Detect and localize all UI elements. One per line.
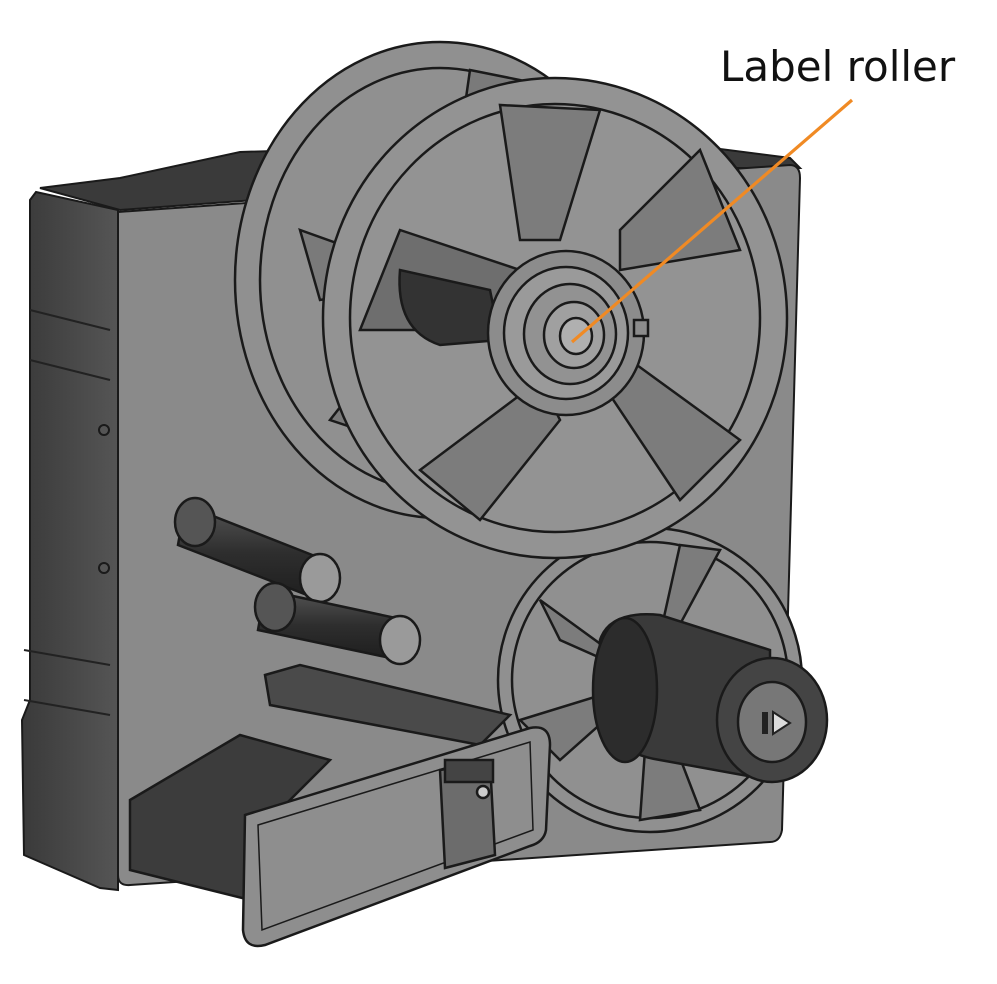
reel-spoke-window xyxy=(498,103,602,242)
play-forward-icon xyxy=(762,710,792,736)
callout-label-roller: Label roller xyxy=(720,42,956,91)
screw-hole xyxy=(98,424,110,436)
bracket-top xyxy=(263,663,513,747)
reel-spoke-window xyxy=(618,147,742,272)
drive-roller xyxy=(591,613,829,784)
guide-rollers xyxy=(173,496,422,666)
screw-hole xyxy=(98,562,110,574)
callout-leader-line xyxy=(570,98,854,344)
housing-side-panel xyxy=(20,190,119,892)
peel-plate-assembly xyxy=(128,663,552,948)
label-roller-reel xyxy=(321,76,789,560)
